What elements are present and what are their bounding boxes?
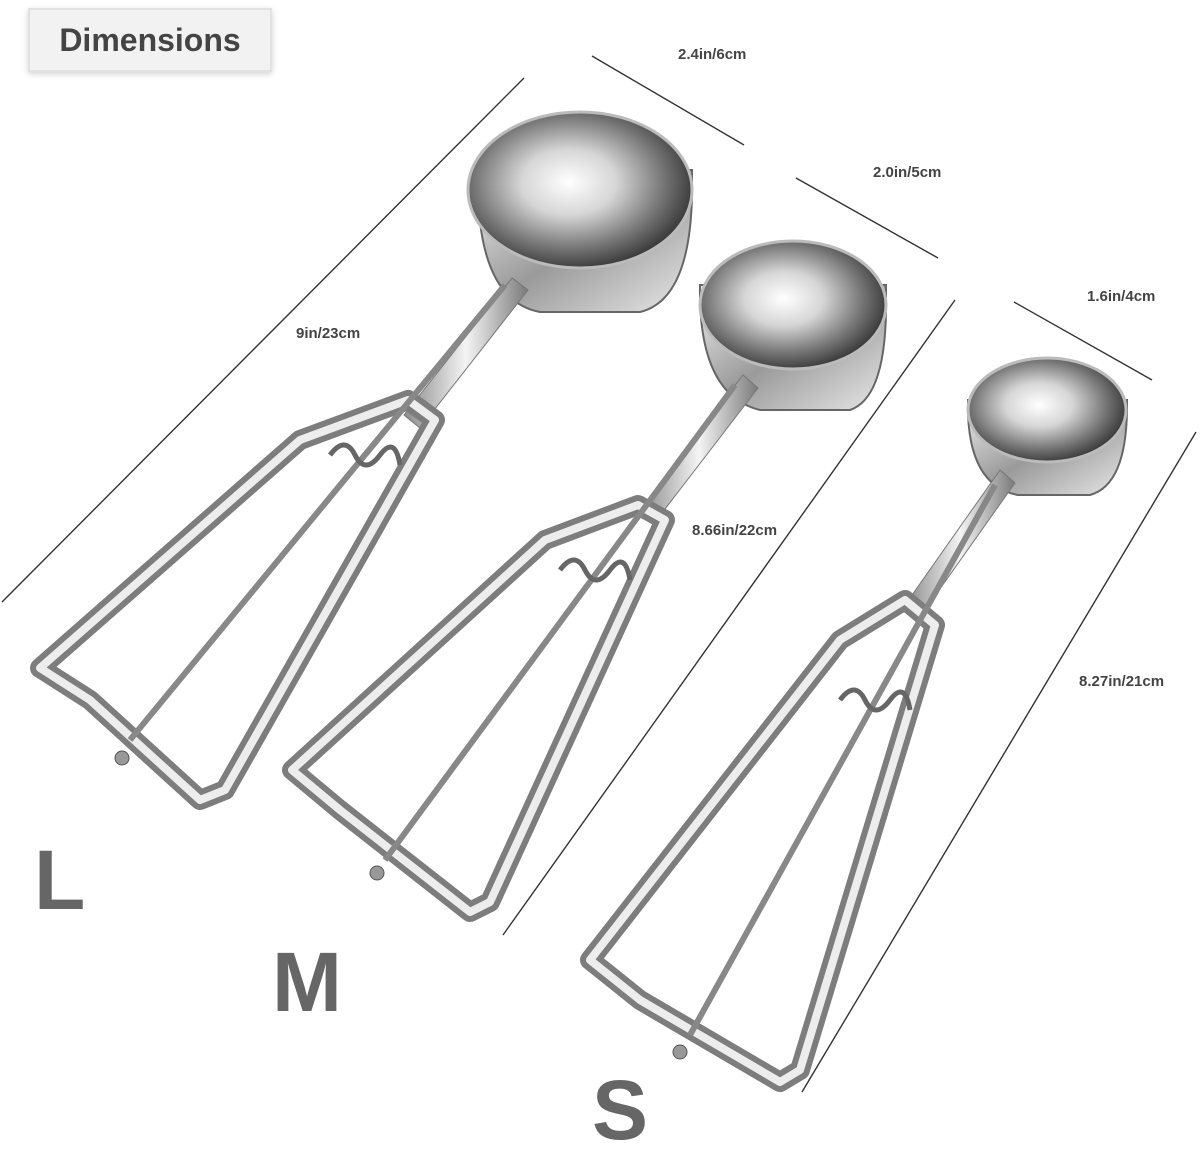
large-length-line [1, 77, 525, 603]
medium-length-line [502, 299, 956, 936]
title-badge: Dimensions [28, 8, 272, 72]
small-bowl-line [1013, 301, 1153, 381]
medium-bowl-line [795, 177, 939, 259]
small-bowl-label: 1.6in/4cm [1087, 288, 1156, 305]
large-length-label: 9in/23cm [296, 325, 361, 342]
dimension-lines [1, 55, 1197, 1093]
large-bowl-line [591, 55, 745, 146]
page-title: Dimensions [59, 21, 241, 58]
small-length-line [801, 431, 1197, 1093]
size-letter-medium: M [272, 935, 342, 1029]
medium-bowl-label: 2.0in/5cm [873, 164, 942, 181]
size-letter-small: S [592, 1063, 649, 1157]
small-length-label: 8.27in/21cm [1079, 673, 1165, 690]
small-scoop [580, 356, 1128, 1092]
size-letter-large: L [34, 833, 86, 927]
large-bowl-label: 2.4in/6cm [678, 46, 747, 63]
medium-scoop [282, 239, 888, 922]
large-scoop [30, 110, 694, 810]
medium-length-label: 8.66in/22cm [692, 522, 778, 539]
